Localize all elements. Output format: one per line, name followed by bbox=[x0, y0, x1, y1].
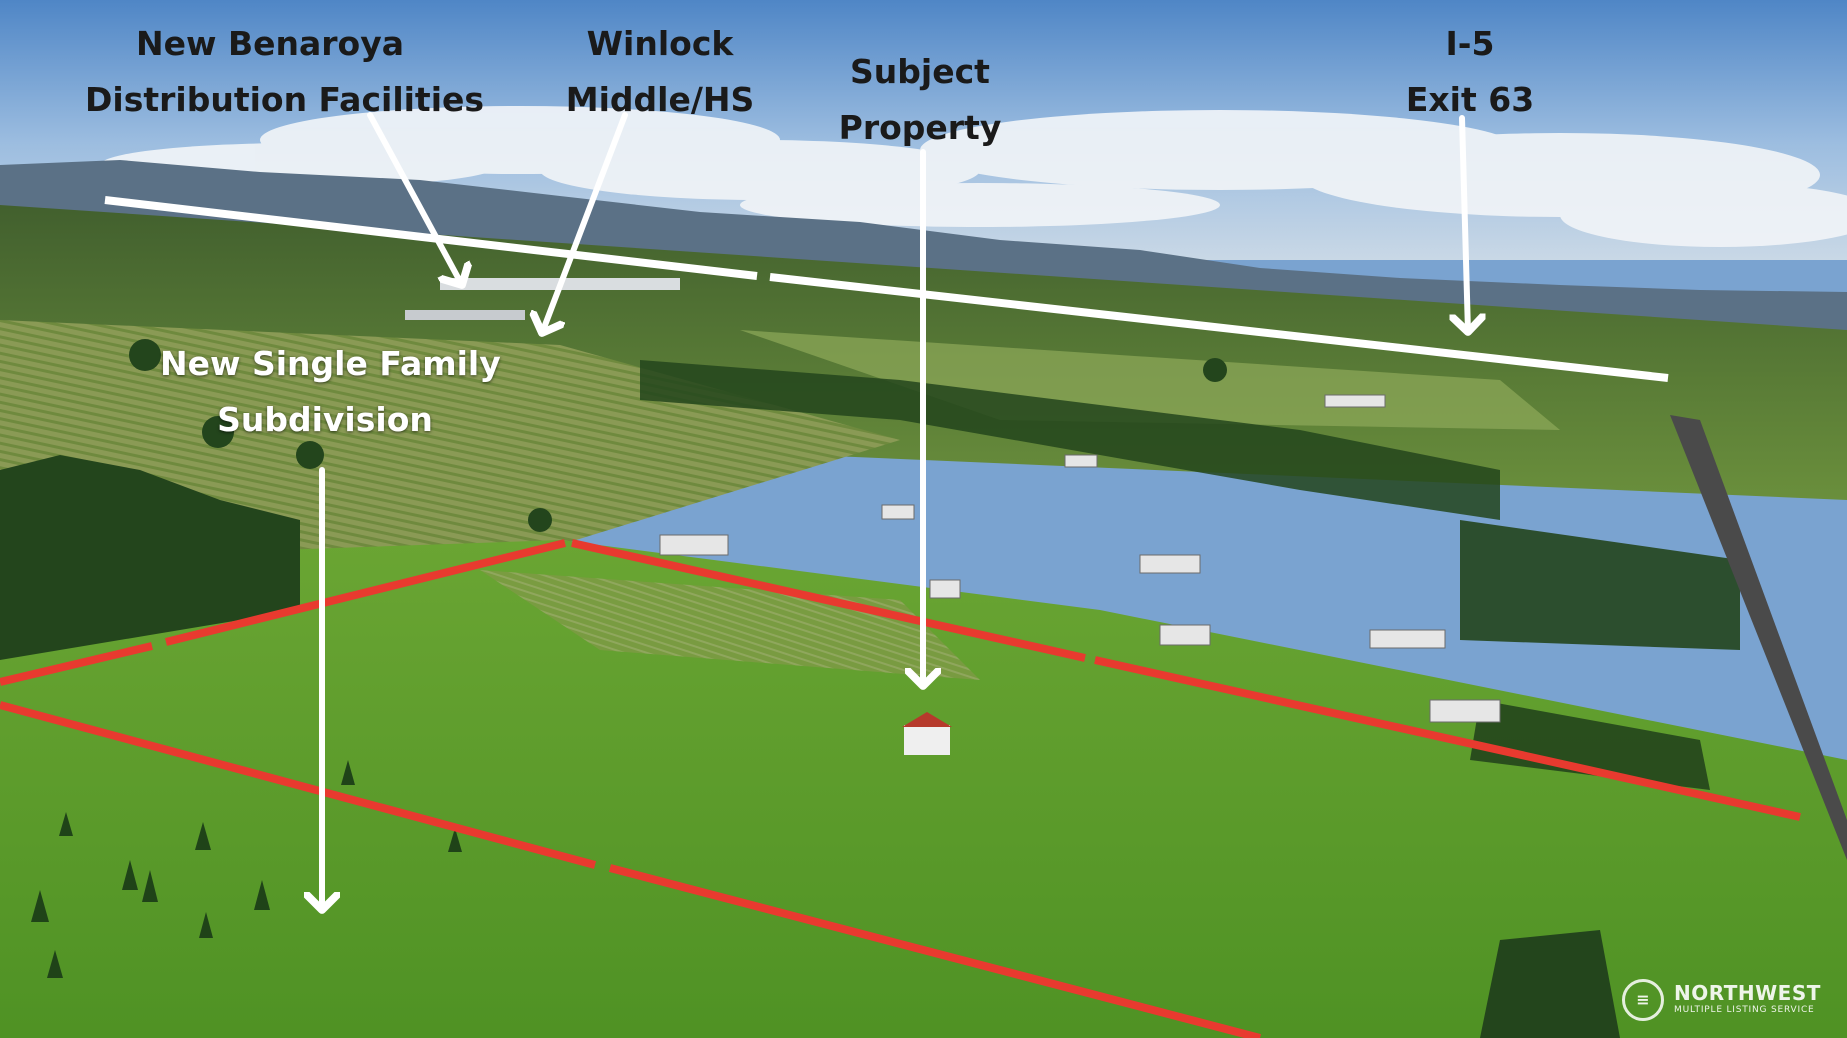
warehouse-roofs bbox=[405, 310, 525, 320]
tree-lines bbox=[0, 339, 1740, 1038]
nwmls-watermark: ≡ NORTHWEST MULTIPLE LISTING SERVICE bbox=[1622, 977, 1832, 1023]
barn bbox=[902, 712, 952, 755]
houses bbox=[659, 394, 1501, 723]
arrow-benaroya bbox=[367, 112, 462, 285]
label-benaroya: New Benaroya Distribution Facilities bbox=[85, 16, 485, 128]
label-winlock-line2: Middle/HS bbox=[565, 80, 755, 119]
label-i5-line2: Exit 63 bbox=[1405, 80, 1535, 119]
label-subdivision-line2: Subdivision bbox=[217, 400, 433, 439]
label-benaroya-line2: Distribution Facilities bbox=[85, 80, 485, 119]
callout-arrows bbox=[322, 112, 1468, 910]
boundary-north-west bbox=[0, 539, 566, 686]
label-winlock: Winlock Middle/HS bbox=[560, 16, 760, 128]
property-boundary bbox=[0, 539, 1801, 1038]
plowed-area bbox=[480, 570, 980, 680]
boundary-north-east bbox=[571, 539, 1801, 821]
label-i5-line1: I-5 bbox=[1445, 24, 1495, 63]
label-subdivision-line1: New Single Family bbox=[160, 344, 501, 383]
label-subdivision: New Single Family Subdivision bbox=[160, 336, 501, 448]
boundary-south bbox=[0, 701, 1262, 1038]
arrow-i5 bbox=[1462, 115, 1468, 332]
watermark-subtitle: MULTIPLE LISTING SERVICE bbox=[1674, 1005, 1815, 1015]
label-winlock-line1: Winlock bbox=[586, 24, 734, 63]
highway bbox=[1670, 415, 1847, 860]
reference-line bbox=[104, 196, 1669, 382]
label-subject-property: Subject Property bbox=[830, 44, 1010, 156]
arrow-winlock bbox=[542, 112, 628, 333]
label-subject-line2: Property bbox=[838, 108, 1002, 147]
label-benaroya-line1: New Benaroya bbox=[136, 24, 404, 63]
watermark-name: NORTHWEST bbox=[1674, 981, 1821, 1005]
label-subject-line1: Subject bbox=[850, 52, 990, 91]
near-field bbox=[0, 540, 1847, 1038]
label-i5-exit: I-5 Exit 63 bbox=[1390, 16, 1550, 128]
small-trees bbox=[31, 760, 462, 978]
nwmls-logo-icon: ≡ bbox=[1622, 979, 1664, 1021]
